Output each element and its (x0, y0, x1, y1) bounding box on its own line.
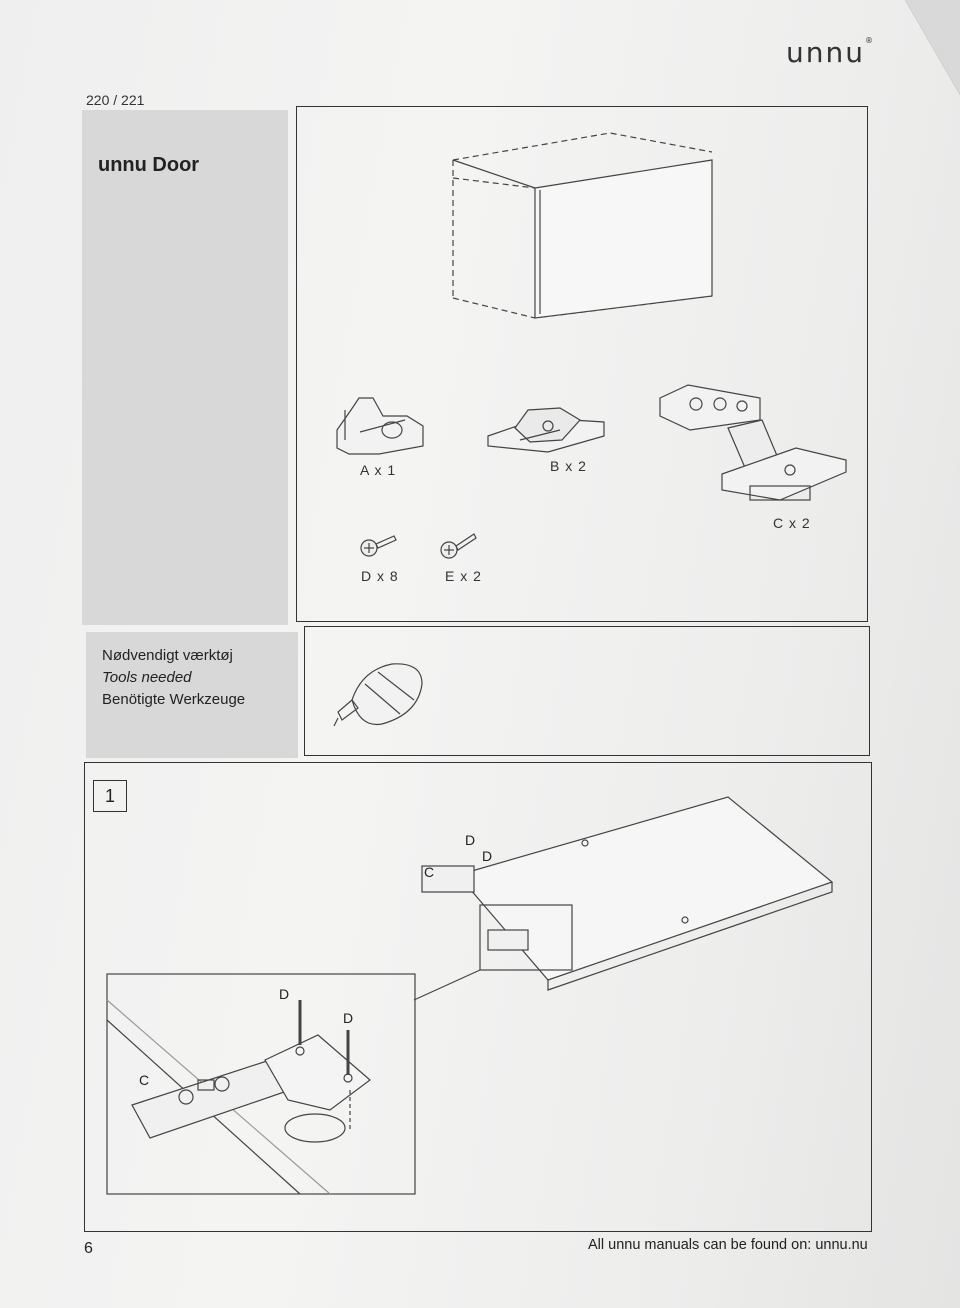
zoom-callout-d-second: D (343, 1010, 354, 1026)
callout-d: D (465, 832, 476, 848)
part-e-label: E x 2 (445, 568, 482, 584)
page-number: 6 (84, 1240, 93, 1257)
step-box (84, 762, 872, 1232)
callout-c: C (424, 864, 435, 880)
tools-panel (86, 632, 298, 758)
part-a-label: A x 1 (360, 462, 397, 478)
tools-label-german: Benötigte Werkzeuge (102, 691, 246, 708)
tools-label-danish: Nødvendigt værktøj (102, 647, 233, 664)
callout-d-second: D (482, 848, 493, 864)
title-panel (82, 110, 288, 625)
door-panel-illustration (413, 796, 834, 1001)
part-c-hinge-icon (659, 384, 847, 501)
page-title: unnu Door (98, 154, 200, 176)
cabinet-illustration (452, 132, 713, 319)
part-d-screw-icon (360, 535, 397, 557)
part-c-label: C x 2 (773, 515, 811, 531)
tools-needed-label: Nødvendigt værktøj Tools needed Benötigt… (102, 645, 245, 711)
footer-text: All unnu manuals can be found on: unnu.n… (588, 1237, 868, 1253)
part-b-label: B x 2 (550, 458, 587, 474)
part-d-label: D x 8 (361, 568, 399, 584)
tools-label-english: Tools needed (102, 669, 192, 686)
part-a-catch-icon (336, 397, 424, 455)
zoom-callout-c: C (139, 1072, 150, 1088)
screwdriver-icon (333, 663, 423, 727)
hinge-detail-zoom (106, 973, 416, 1195)
part-b-plate-icon (487, 407, 605, 453)
page-range: 220 / 221 (86, 92, 145, 108)
tools-box (304, 626, 870, 756)
parts-box (296, 106, 868, 622)
step-number: 1 (93, 780, 127, 812)
part-e-screw-icon (440, 533, 477, 559)
zoom-callout-d: D (279, 986, 290, 1002)
brand-logo: unnu® (786, 36, 875, 69)
